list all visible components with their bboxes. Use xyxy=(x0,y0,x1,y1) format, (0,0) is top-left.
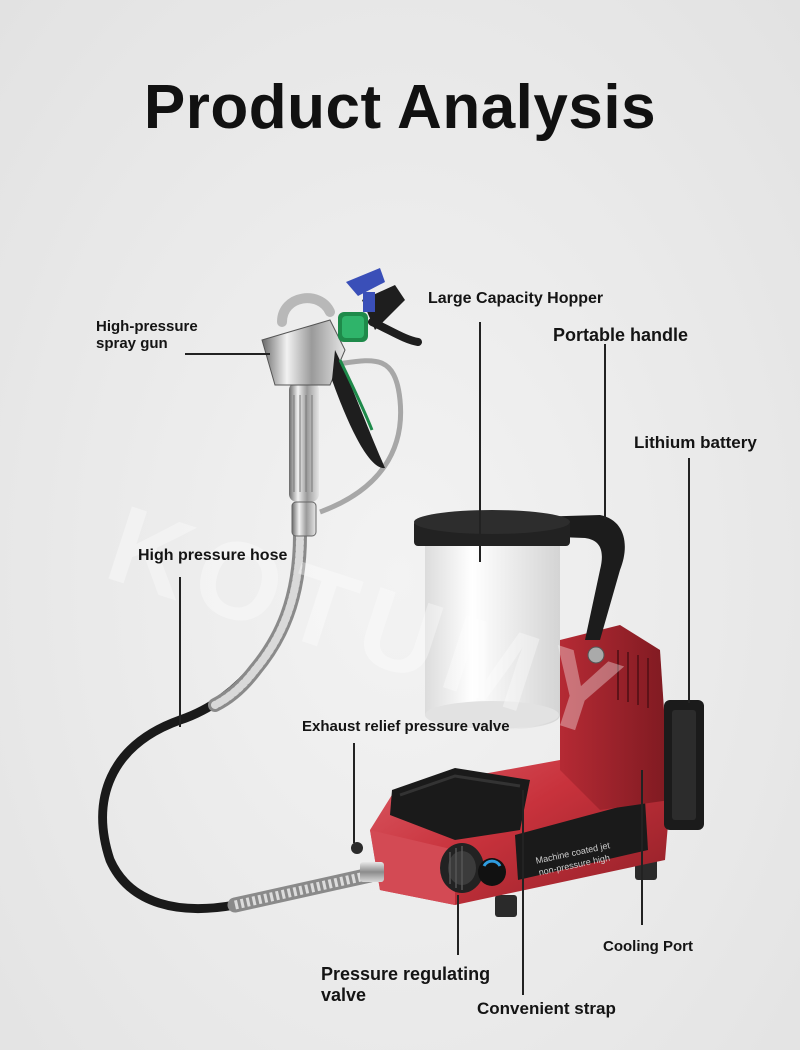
machine-body xyxy=(351,515,704,917)
label-pressure-valve-line2: valve xyxy=(321,984,367,1005)
high-pressure-hose xyxy=(98,528,378,914)
label-spray-gun-line2: spray gun xyxy=(96,335,168,353)
leader-hopper xyxy=(479,322,481,562)
label-hopper: Large Capacity Hopper xyxy=(428,290,604,307)
label-cooling: Cooling Port xyxy=(603,938,693,955)
label-battery: Lithium battery xyxy=(634,433,757,452)
leader-pressure-valve xyxy=(457,895,459,955)
label-pressure-valve-line1: Pressure regulating xyxy=(321,964,491,984)
hopper xyxy=(414,510,570,730)
label-strap: Convenient strap xyxy=(477,999,616,1018)
label-pressure-valve: Pressure regulating valve xyxy=(321,964,490,1005)
label-hose: High pressure hose xyxy=(138,547,288,564)
leader-hose xyxy=(179,577,181,727)
label-exhaust-valve: Exhaust relief pressure valve xyxy=(302,718,510,735)
page-title: Product Analysis xyxy=(143,73,657,142)
label-spray-gun: High-pressure spray gun xyxy=(96,318,198,353)
label-handle: Portable handle xyxy=(553,325,689,345)
leader-battery xyxy=(688,458,690,703)
leader-spray-gun xyxy=(185,353,270,355)
leader-cooling xyxy=(641,770,643,925)
spray-gun xyxy=(261,268,422,537)
leader-exhaust-valve xyxy=(353,743,355,843)
leader-strap xyxy=(522,790,524,995)
label-spray-gun-line1: High-pressure xyxy=(96,318,198,335)
leader-handle xyxy=(604,344,606,519)
